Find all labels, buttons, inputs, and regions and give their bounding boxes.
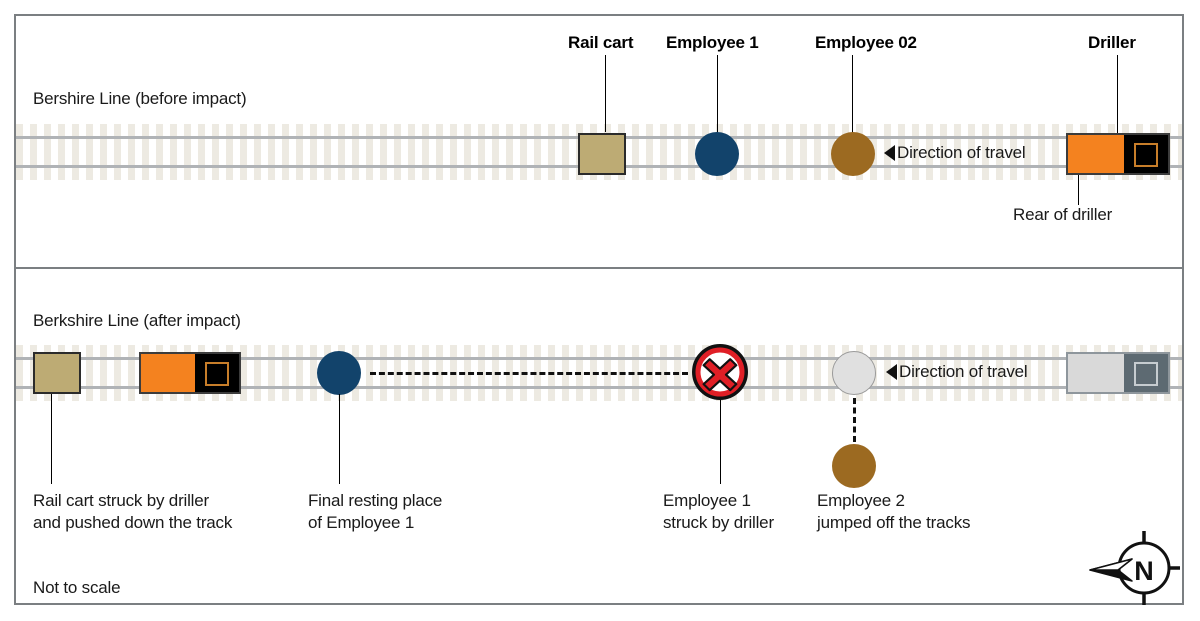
driller-body (1068, 135, 1124, 173)
employee1-rest-line1: Final resting place (308, 491, 443, 510)
compass-icon: N (1089, 531, 1180, 605)
label-rail-cart-note: Rail cart struck by driller and pushed d… (33, 490, 232, 534)
label-employee-02: Employee 02 (815, 33, 917, 52)
driller-before (1066, 133, 1170, 175)
panel-divider (14, 267, 1184, 269)
driller-after (139, 352, 241, 394)
leader-rail-cart (605, 55, 606, 132)
employee1-rest-line2: of Employee 1 (308, 513, 415, 532)
rail-bottom-after (16, 386, 1182, 389)
employee-2-marker-after (832, 444, 876, 488)
driller-ghost-after (1066, 352, 1170, 394)
driller-cab (1124, 135, 1168, 173)
leader-employee1-rest (339, 394, 340, 484)
employee1-struck-line2: struck by driller (663, 513, 774, 532)
driller-body-after (141, 354, 195, 392)
direction-of-travel-label-after: Direction of travel (899, 362, 1028, 381)
arrow-left-icon-after (886, 364, 897, 380)
compass-rose: N (1088, 525, 1184, 611)
rail-cart-before (578, 133, 626, 175)
leader-employee-02 (852, 55, 853, 135)
driller-ghost-window (1134, 362, 1158, 386)
label-driller: Driller (1088, 33, 1136, 52)
employee-2-ghost-marker (832, 351, 876, 395)
driller-window (1134, 143, 1158, 167)
leader-rear-of-driller (1078, 175, 1079, 205)
direction-of-travel-before: Direction of travel (884, 143, 1026, 163)
panel-after-title: Berkshire Line (after impact) (33, 311, 241, 330)
label-employee-1: Employee 1 (666, 33, 759, 52)
arrow-left-icon (884, 145, 895, 161)
leader-employee-1 (717, 55, 718, 135)
employee-1-marker-before (695, 132, 739, 176)
label-rear-of-driller: Rear of driller (1013, 205, 1113, 224)
driller-cab-after (195, 354, 239, 392)
employee1-struck-line1: Employee 1 (663, 491, 751, 510)
leader-rail-cart-note (51, 394, 52, 484)
label-rail-cart: Rail cart (568, 33, 634, 52)
footnote-not-to-scale: Not to scale (33, 578, 121, 597)
employee-1-marker-after (317, 351, 361, 395)
employee-02-marker-before (831, 132, 875, 176)
driller-window-after (205, 362, 229, 386)
direction-of-travel-after: Direction of travel (886, 362, 1028, 382)
leader-employee1-struck (720, 400, 721, 484)
direction-of-travel-label-before: Direction of travel (897, 143, 1026, 162)
rail-top-after (16, 357, 1182, 360)
x-marker-icon (692, 344, 748, 400)
label-employee1-rest: Final resting place of Employee 1 (308, 490, 442, 534)
employee2-jumped-line1: Employee 2 (817, 491, 905, 510)
impact-x-marker (692, 344, 748, 400)
diagram-frame (14, 14, 1184, 605)
label-employee1-struck: Employee 1 struck by driller (663, 490, 774, 534)
rail-cart-after (33, 352, 81, 394)
rail-cart-note-line1: Rail cart struck by driller (33, 491, 209, 510)
employee2-jump-path (853, 398, 856, 442)
rail-cart-note-line2: and pushed down the track (33, 513, 233, 532)
driller-ghost-cab (1124, 354, 1168, 392)
compass-north-letter: N (1134, 556, 1154, 586)
label-employee2-jumped: Employee 2 jumped off the tracks (817, 490, 970, 534)
leader-driller (1117, 55, 1118, 134)
employee1-travel-path (370, 372, 688, 375)
employee2-jumped-line2: jumped off the tracks (817, 513, 971, 532)
panel-before-title: Bershire Line (before impact) (33, 89, 247, 108)
driller-ghost-body (1068, 354, 1124, 392)
